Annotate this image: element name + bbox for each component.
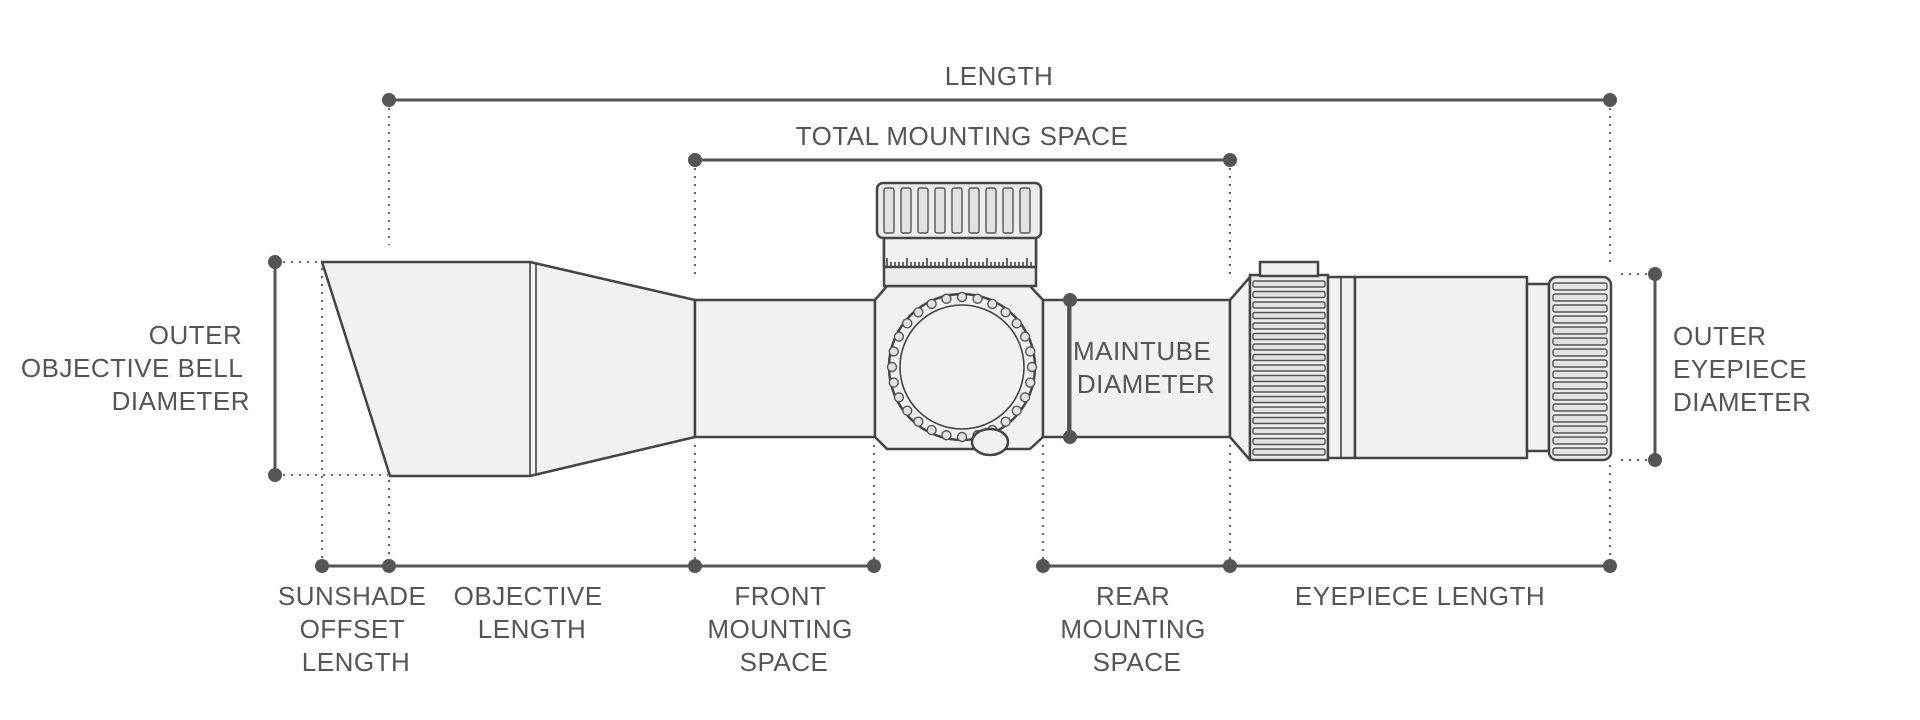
label-length: LENGTH bbox=[945, 61, 1053, 91]
label-front-mounting-space: FRONT MOUNTING SPACE bbox=[707, 581, 860, 677]
label-eyepiece-length: EYEPIECE LENGTH bbox=[1295, 581, 1545, 611]
dimension-line-length bbox=[382, 93, 1617, 107]
objective-bell bbox=[320, 260, 697, 478]
extension-lines bbox=[275, 100, 1650, 562]
dimension-line-maintube-diameter bbox=[1063, 293, 1077, 444]
magnification-ring-top bbox=[1258, 260, 1320, 278]
front-maintube bbox=[693, 298, 877, 439]
dimension-line-sunshade-objective bbox=[315, 559, 702, 573]
magnification-ring-knurling bbox=[1252, 280, 1326, 456]
eyepiece-body bbox=[1353, 275, 1529, 460]
dimension-line-rear-and-eyepiece bbox=[1036, 559, 1617, 573]
label-outer-eyepiece-diameter: OUTER EYEPIECE DIAMETER bbox=[1673, 321, 1815, 417]
riflescope-illustration bbox=[320, 181, 1613, 478]
elevation-turret-ticks bbox=[886, 258, 1032, 267]
side-focus-knob bbox=[887, 292, 1037, 442]
dimension-line-objective-bell-diameter bbox=[268, 255, 282, 482]
elevation-turret-knurling bbox=[883, 187, 1031, 234]
label-rear-mounting-space: REAR MOUNTING SPACE bbox=[1060, 581, 1213, 677]
label-total-mounting-space: TOTAL MOUNTING SPACE bbox=[796, 121, 1129, 151]
label-objective-length: OBJECTIVE LENGTH bbox=[454, 581, 611, 644]
diopter-ring-knurling bbox=[1552, 282, 1608, 456]
side-focus-knob-inner bbox=[899, 304, 1025, 430]
dimension-line-total-mounting-space bbox=[688, 153, 1237, 167]
dimension-line-eyepiece-diameter bbox=[1648, 267, 1662, 467]
side-knob-lever bbox=[970, 427, 1010, 457]
dimension-line-front-mounting-space bbox=[695, 559, 881, 573]
eyepiece-step bbox=[1525, 282, 1551, 453]
label-sunshade-offset-length: SUNSHADE OFFSET LENGTH bbox=[278, 581, 434, 677]
power-ring-collar bbox=[1228, 275, 1252, 462]
label-outer-objective-bell-diameter: OUTER OBJECTIVE BELL DIAMETER bbox=[21, 320, 250, 416]
label-maintube-diameter: MAINTUBE DIAMETER bbox=[1073, 336, 1219, 399]
